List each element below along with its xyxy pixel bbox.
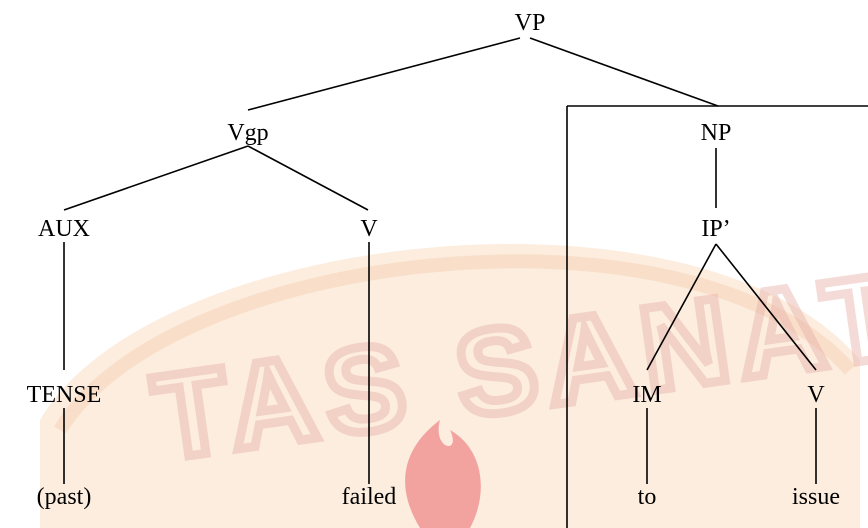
edge-vgp-v [247,145,369,211]
edge-ip-v [715,243,817,371]
leaf-to: to [638,484,657,510]
leaf-failed: failed [342,484,397,510]
edge-vp-np [529,37,719,107]
watermark-arc-edge [54,254,856,434]
node-vp: VP [515,10,546,36]
node-im: IM [632,382,661,408]
node-np: NP [701,120,732,146]
watermark: TAS SANATA [40,231,868,528]
node-vgp: Vgp [227,120,268,146]
node-ip-prime: IP’ [701,216,730,242]
edge-vp-vgp [247,37,521,111]
leaf-past: (past) [37,484,92,510]
tree-lines [63,37,868,528]
leaf-issue: issue [792,484,840,510]
tree-nodes: VP Vgp NP AUX V IP’ TENSE IM V (past) fa… [27,10,840,510]
flame-icon [405,420,481,528]
node-tense: TENSE [27,382,102,408]
watermark-arc-band [40,244,860,528]
node-v-failed-head: V [360,216,378,242]
edge-vgp-aux [63,145,249,211]
node-aux: AUX [38,216,90,242]
edge-ip-im [646,243,717,371]
node-v-issue-head: V [807,382,825,408]
